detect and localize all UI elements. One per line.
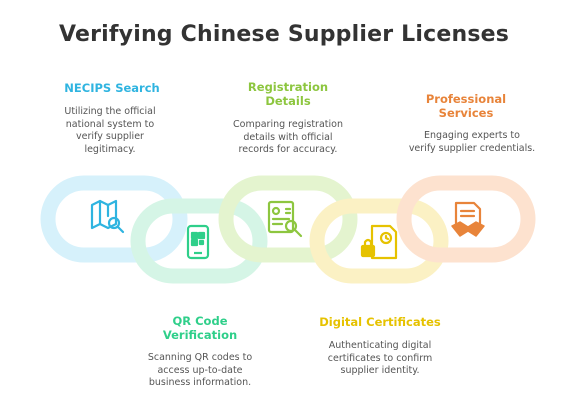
step-digital-label: Digital Certificates: [319, 315, 441, 329]
certificate-lock-icon: [360, 224, 398, 260]
chain-link-3: [218, 175, 358, 263]
chain-link-4: [309, 198, 449, 284]
map-search-icon: [90, 199, 125, 234]
page-title: Verifying Chinese Supplier Licenses: [58, 22, 510, 47]
chain-link-2: [130, 198, 268, 284]
chain-link-5: [396, 175, 536, 263]
id-card-search-icon: [267, 200, 303, 238]
handshake-document-icon: [451, 201, 485, 237]
chain-link-1: [40, 175, 188, 263]
step-necips-label: NECIPS Search: [64, 81, 160, 95]
qr-phone-icon: [186, 224, 210, 260]
